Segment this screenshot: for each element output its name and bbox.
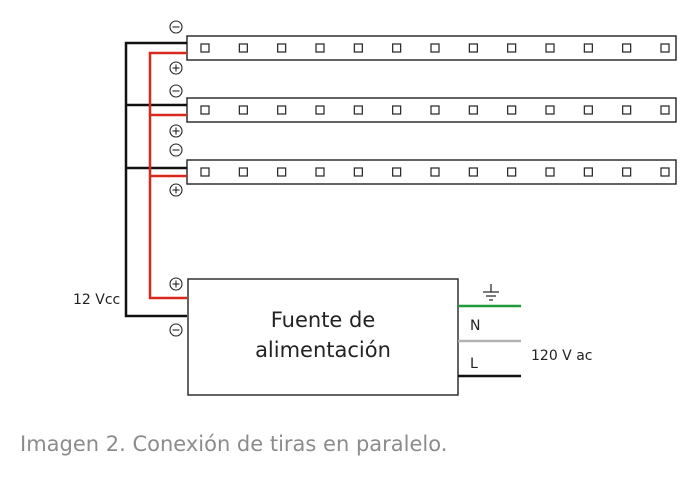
led-chip — [468, 167, 478, 177]
plus-icon — [169, 183, 183, 197]
power-supply-label-line1: Fuente de — [271, 308, 376, 332]
positive-bus-wire — [148, 51, 187, 300]
led-chip — [430, 105, 440, 115]
led-chip — [392, 105, 402, 115]
led-chip — [660, 105, 670, 115]
led-chip — [353, 167, 363, 177]
led-chip — [468, 105, 478, 115]
plus-icon — [169, 61, 183, 75]
polarity-markers — [169, 20, 183, 337]
led-chip — [622, 167, 632, 177]
led-chip — [315, 105, 325, 115]
power-supply-box — [187, 278, 459, 396]
led-chip — [200, 43, 210, 53]
line-terminal-label: L — [470, 356, 478, 372]
minus-icon — [169, 143, 183, 157]
wiring-diagram: Fuente de alimentación N L 120 V ac 12 V… — [73, 20, 677, 396]
led-chip — [277, 105, 287, 115]
led-chip — [545, 43, 555, 53]
led-chip — [583, 105, 593, 115]
led-chip — [238, 105, 248, 115]
led-chip — [238, 167, 248, 177]
led-chip — [200, 105, 210, 115]
led-chip — [392, 43, 402, 53]
minus-icon — [169, 323, 183, 337]
led-chip — [353, 105, 363, 115]
led-chip — [507, 167, 517, 177]
led-chip — [277, 167, 287, 177]
minus-icon — [169, 20, 183, 34]
led-chip — [507, 43, 517, 53]
neutral-terminal-label: N — [470, 318, 480, 334]
led-chip — [660, 43, 670, 53]
led-chip — [200, 167, 210, 177]
led-chip — [545, 167, 555, 177]
led-chip — [315, 43, 325, 53]
led-chip — [583, 43, 593, 53]
led-chip — [622, 43, 632, 53]
led-chip — [622, 105, 632, 115]
led-chip — [430, 167, 440, 177]
led-chip — [660, 167, 670, 177]
led-chip — [277, 43, 287, 53]
led-chip — [315, 167, 325, 177]
negative-bus-wire — [124, 41, 187, 318]
dc-voltage-label: 12 Vcc — [73, 292, 120, 308]
ac-voltage-label: 120 V ac — [531, 348, 592, 364]
minus-icon — [169, 84, 183, 98]
figure-caption: Imagen 2. Conexión de tiras en paralelo. — [20, 432, 448, 456]
led-chip — [545, 105, 555, 115]
led-chip — [583, 167, 593, 177]
led-chip — [468, 43, 478, 53]
strips-group — [186, 35, 677, 185]
led-chip — [353, 43, 363, 53]
led-chip — [238, 43, 248, 53]
plus-icon — [169, 124, 183, 138]
led-chip — [507, 105, 517, 115]
led-chip — [430, 43, 440, 53]
power-supply-label-line2: alimentación — [255, 338, 391, 362]
led-chip — [392, 167, 402, 177]
plus-icon — [169, 277, 183, 291]
ground-icon — [483, 284, 499, 301]
